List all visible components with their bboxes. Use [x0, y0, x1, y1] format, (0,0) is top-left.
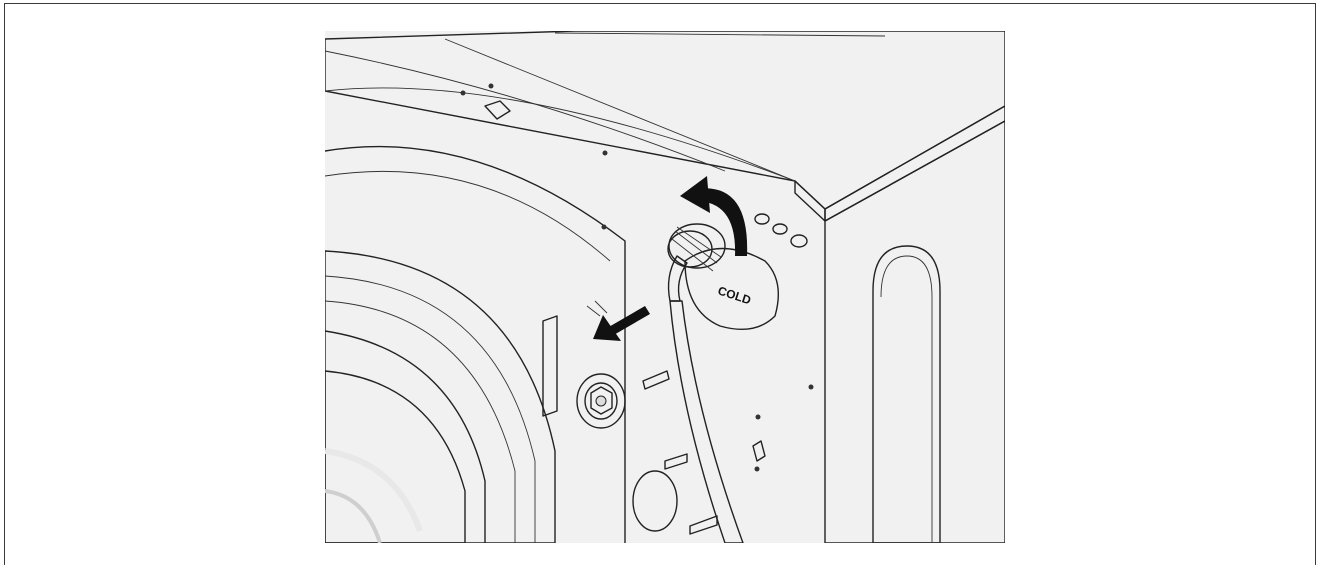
- washer-rear-illustration: COLD: [325, 31, 1005, 543]
- figure-frame: COLD: [4, 3, 1316, 565]
